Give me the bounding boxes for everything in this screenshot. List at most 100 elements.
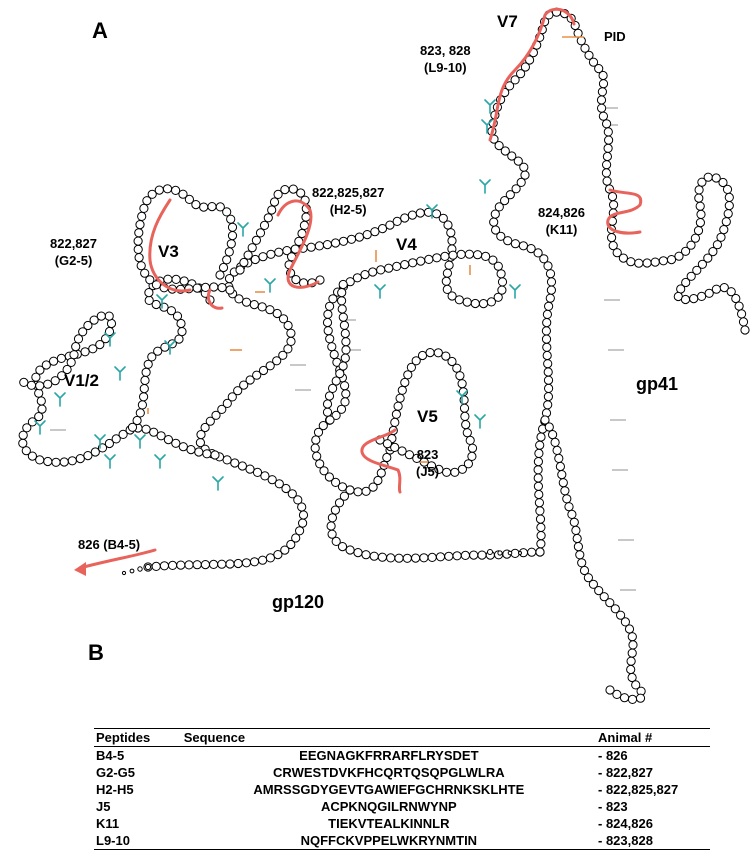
residue-circle [689,294,699,304]
glycan-icon [481,119,493,134]
residue-circle [134,253,144,263]
residue-circle [397,385,407,395]
residue-circle [337,296,347,306]
gp120-label: gp120 [272,592,325,612]
glycan-icon [479,179,491,194]
residue-circle [546,277,557,287]
residue-circle [489,217,499,227]
residue-circle [337,288,347,298]
residue-circle [402,553,412,563]
residue-circle [154,185,164,195]
residue-circle [345,545,355,555]
residue-circle [160,342,170,352]
residue-circle [162,184,173,194]
residue-circle [385,220,395,230]
residue-circle [543,359,553,369]
residue-circle [406,362,416,372]
residue-circle [400,260,410,270]
residue-circle [507,151,517,161]
region-v12-label: V1/2 [64,371,99,390]
residue-circle [400,213,410,223]
glycan-icon [164,340,176,355]
residue-circle [341,337,351,347]
residue-circle [324,472,334,482]
epitope-j5-highlight [360,428,402,494]
cell-animal: - 823 [598,799,628,814]
j5-tag: (J5) [416,464,440,479]
residue-circle [259,220,270,230]
residue-circle [337,482,348,492]
residue-circle [118,429,128,439]
residue-circle [536,531,546,541]
residue-circle [411,553,421,563]
residue-circle [393,401,403,411]
residue-circle [265,305,275,315]
residue-circle [176,560,186,570]
residue-circle [628,640,638,650]
residue-circle [151,280,161,290]
residue-circle [516,69,526,79]
cell-sequence: TIEKVTEALKINNLR [328,816,450,831]
residue-circle [274,479,284,489]
residue-circle [716,232,726,242]
residue-circle [191,200,201,210]
residue-circle [337,304,347,314]
residue-circle [447,356,457,367]
table-row: L9-10 NQFFCKVPPELWKRYNMTIN - 823,828 [94,832,710,850]
residue-circle [360,270,370,280]
residue-circle [140,375,150,385]
residue-circle [265,361,275,371]
residue-circle [601,168,612,178]
residue-circle [697,291,707,301]
residue-circle [140,268,150,278]
residue-circle [580,43,590,53]
residue-circle [734,301,744,311]
residue-circle [49,356,59,366]
residue-circle [424,254,434,264]
residue-circle [149,427,159,437]
residue-circle [69,350,79,360]
residue-circle [536,432,546,442]
residue-circle [377,552,387,562]
glycan-icon [374,284,386,299]
residue-circle [658,256,669,266]
residue-circle [597,103,607,113]
residue-circle [331,536,341,547]
residue-circle [306,242,316,252]
residue-circle [339,491,349,501]
residue-circle [135,220,145,230]
residue-circle [562,494,572,504]
residue-circle [598,111,609,121]
residue-circle [440,251,450,261]
residue-circle [235,265,245,275]
cell-sequence: CRWESTDVKFHCQRTQSQPGLWLRA [273,765,505,780]
epitope-k11-label: 824,826 (K11) [538,204,585,238]
residue-circle [627,648,637,658]
residue-circle [258,365,269,376]
epitope-g25b-highlight [206,288,224,310]
residue-circle [463,459,473,469]
residue-circle [602,119,612,129]
residue-circle [494,202,504,212]
residue-circle [73,334,84,344]
residue-circle [552,445,562,455]
residue-circle [239,380,249,390]
residue-circle [535,506,545,516]
residue-circle [337,542,348,552]
residue-circle [391,409,401,419]
residue-circle [258,252,268,262]
region-v3-label: V3 [158,242,179,261]
residue-circle [135,408,145,418]
residue-circle [432,253,442,263]
residue-circle [211,410,221,420]
residue-circle [722,184,733,194]
residue-circle [703,253,713,263]
residue-circle [217,404,227,414]
table-row: H2-H5 AMRSSGDYGEVTGAWIEFGCHRNKSKLHTE - 8… [94,781,710,798]
epitope-h25-highlight [276,199,320,289]
residue-circle [141,367,151,377]
residue-circle [696,209,706,219]
residue-circle [362,230,372,240]
residue-circle [335,369,345,379]
residue-circle [444,260,454,270]
